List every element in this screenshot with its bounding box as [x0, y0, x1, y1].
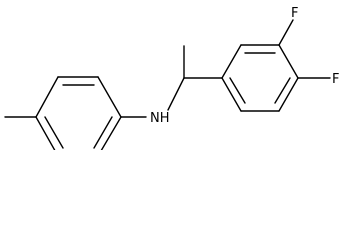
ring-b-bond-1	[221, 44, 242, 79]
ring-a-double-2	[44, 116, 64, 149]
fluorine-meta-bond	[278, 19, 294, 46]
amine-label: NH	[150, 111, 170, 126]
difluorophenyl-ring	[221, 44, 299, 112]
nitrogen-to-ch-bond	[167, 77, 185, 111]
ring-b-double-3	[229, 77, 246, 104]
ring-b-bond-4	[278, 77, 299, 112]
ring-a-bond-6	[100, 116, 122, 150]
ring-b-double-2	[274, 77, 291, 104]
ring-b-bond-3	[278, 44, 299, 79]
ring-a-bond-4	[35, 116, 56, 150]
ring-b-bond-6	[221, 77, 242, 112]
ring-a-bond-3	[35, 76, 59, 118]
fluorine-meta-label: F	[291, 6, 298, 21]
ring-a-double-3	[93, 116, 113, 149]
ring-a-bond-1	[97, 76, 122, 118]
tolyl-ring	[35, 76, 122, 150]
fluorine-para-label: F	[332, 72, 339, 87]
chemical-structure: NH F F	[4, 6, 339, 150]
